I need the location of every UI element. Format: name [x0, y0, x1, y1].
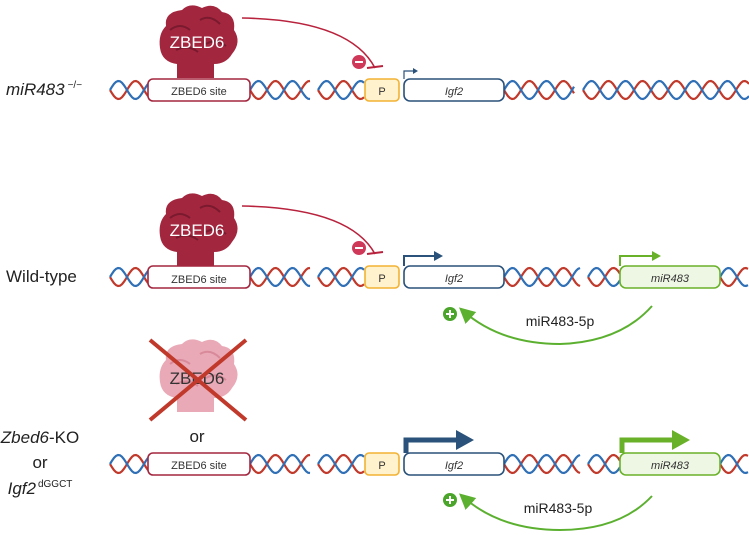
igf2-gene-box: [403, 78, 505, 102]
dna-strand-row2: [719, 453, 749, 475]
dna-strand-row0: [109, 79, 149, 101]
dna-strand-row1: [109, 266, 149, 288]
dna-strand-row1: [503, 266, 581, 288]
dna-strand-row2: [249, 453, 311, 475]
igf2-gene-box: [403, 265, 505, 289]
row-label: miR483−/−: [6, 80, 82, 99]
mir483-gene-label: miR483: [651, 273, 690, 285]
dna-strand-row0: [582, 79, 749, 101]
inhibition-arrow: [241, 17, 384, 69]
dna-strand-row0: [503, 79, 575, 101]
dna-strand-row1: [719, 266, 749, 288]
dna-strand-row0: [249, 79, 311, 101]
dna-strand-row0: [317, 79, 365, 101]
dna-strand-row0: [503, 79, 575, 101]
promoter-label: P: [378, 86, 385, 98]
zbed6-site-label: ZBED6 site: [171, 460, 227, 472]
mir483-5p-label: miR483-5p: [526, 313, 595, 329]
dna-strand-row1: [109, 266, 149, 288]
row-label-line2: or: [32, 453, 47, 472]
zbed6-protein: ZBED6: [159, 193, 238, 266]
row-wild-type: Wild-type ZBED6 ZBED6 site P Igf2 miR483: [6, 193, 721, 346]
zbed6-site-box: [147, 265, 251, 289]
promoter-box: [364, 78, 400, 102]
dna-strand-row2: [109, 453, 149, 475]
dna-strand-row2: [503, 453, 581, 475]
dna-strand-row1: [249, 266, 311, 288]
mir483-transcription-arrow: [619, 255, 654, 266]
row-label-line1: Zbed6-KO: [0, 428, 79, 447]
dna-strand-row2: [109, 453, 149, 475]
dna-strand-row0: [317, 79, 365, 101]
dna-strand-row0: [249, 79, 311, 101]
mir483-gene-box: [619, 452, 721, 476]
promoter-box: [364, 452, 400, 476]
zbed6-site-label: ZBED6 site: [171, 86, 227, 98]
zbed6-site-label: ZBED6 site: [171, 274, 227, 286]
dna-strand-row1: [719, 266, 749, 288]
igf2-gene-box: [403, 452, 505, 476]
zbed6-label: ZBED6: [170, 33, 225, 52]
transcription-arrow: [403, 255, 436, 266]
mir483-transcription-arrow-strong: [619, 437, 674, 453]
dna-strand-row2: [587, 453, 621, 475]
zbed6-site-box: [147, 452, 251, 476]
promoter-label: P: [378, 273, 385, 285]
igf2-gene-label: Igf2: [445, 273, 463, 285]
igf2-gene-label: Igf2: [445, 460, 463, 472]
inhibition-arrow: [241, 205, 384, 255]
cross-icon: [148, 338, 248, 422]
dna-strand-row2: [317, 453, 365, 475]
dna-strands: [109, 79, 749, 475]
dna-strand-row2: [503, 453, 581, 475]
mir483-gene-box: [619, 265, 721, 289]
dna-strand-row2: [249, 453, 311, 475]
dna-strand-row2: [317, 453, 365, 475]
promoter-box: [364, 265, 400, 289]
mir483-5p-label: miR483-5p: [524, 500, 593, 516]
transcription-arrow-strong: [403, 437, 458, 453]
activation-arrow: [443, 305, 653, 346]
transcription-arrow: [403, 70, 414, 79]
mir483-gene-label: miR483: [651, 460, 690, 472]
dna-strand-row1: [587, 266, 621, 288]
dna-strand-row0: [109, 79, 149, 101]
row-mir483-ko: miR483−/− ZBED6 ZBED6 site P Igf2: [6, 5, 505, 102]
dna-strand-row1: [317, 266, 365, 288]
dna-strand-row1: [503, 266, 581, 288]
activation-arrow: [443, 493, 653, 532]
row-label: Wild-type: [6, 267, 77, 286]
dna-strand-row0: [582, 79, 749, 101]
dna-strand-row2: [719, 453, 749, 475]
dna-strand-row1: [249, 266, 311, 288]
zbed6-label: ZBED6: [170, 221, 225, 240]
dna-strand-row1: [587, 266, 621, 288]
dna-strand-row1: [317, 266, 365, 288]
promoter-label: P: [378, 460, 385, 472]
zbed6-site-box: [147, 78, 251, 102]
igf2-gene-label: Igf2: [445, 86, 463, 98]
or-text: or: [189, 427, 204, 446]
zbed6-protein: ZBED6: [159, 5, 238, 78]
dna-strand-row2: [587, 453, 621, 475]
